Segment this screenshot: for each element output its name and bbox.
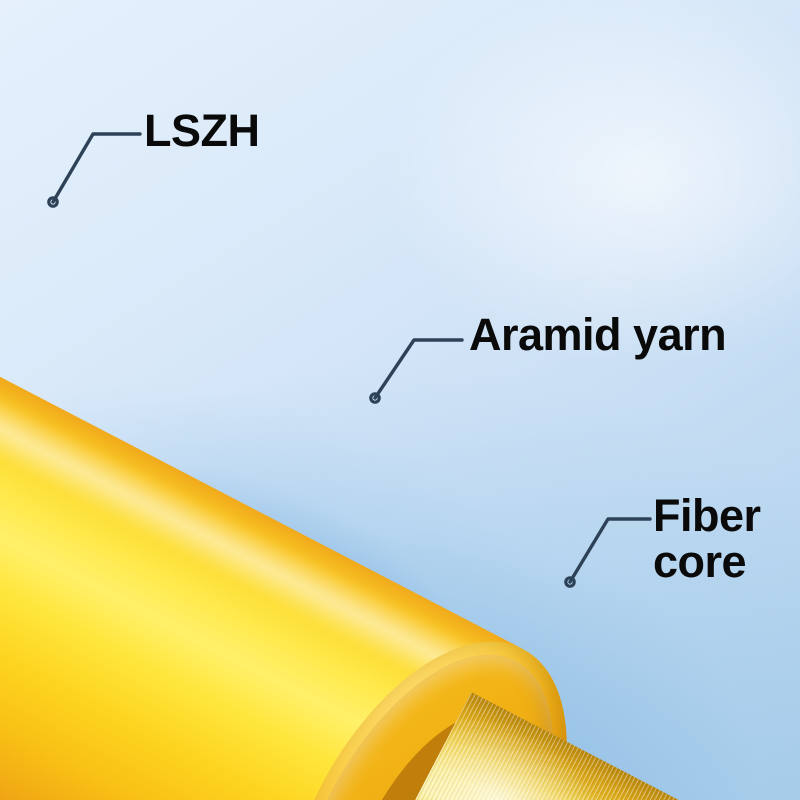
label-lszh: LSZH [144,105,260,156]
label-aramid-yarn: Aramid yarn [469,309,727,360]
label-fiber-core: Fiber core [653,490,761,587]
